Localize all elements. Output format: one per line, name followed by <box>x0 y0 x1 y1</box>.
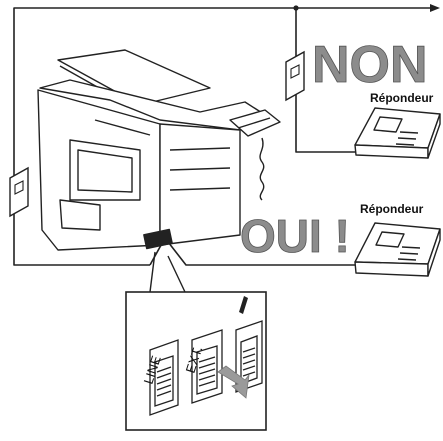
handset-icon <box>239 296 248 314</box>
callout-connector <box>149 251 186 293</box>
repondeur-bottom-label: Répondeur <box>360 202 424 216</box>
wall-jack-left <box>9 166 29 218</box>
arrow-right-icon <box>430 4 440 12</box>
answering-machine-top <box>354 107 441 159</box>
ext-port <box>191 329 223 404</box>
phone-port <box>235 320 263 393</box>
wall-jack-right <box>285 50 305 102</box>
line-port <box>149 339 179 416</box>
repondeur-top-label: Répondeur <box>370 91 434 105</box>
fax-machine <box>37 49 281 251</box>
answering-machine-bottom <box>354 222 441 277</box>
non-label: NON <box>312 36 428 94</box>
ports-callout: LINE EXT. <box>125 291 267 431</box>
junction-dot <box>293 5 299 11</box>
oui-label: OUI ! <box>240 210 350 262</box>
pointer-arrow-icon <box>217 365 250 399</box>
